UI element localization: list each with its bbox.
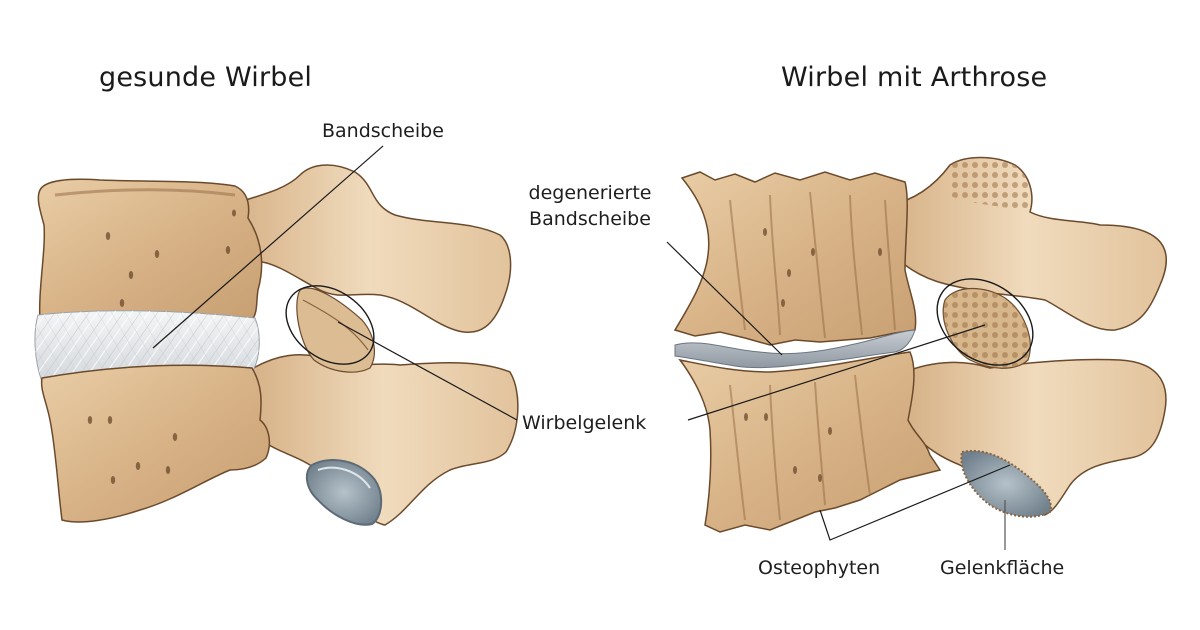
healthy-articular-surface [305,459,383,526]
label-gelenkflaeche: Gelenkfläche [940,557,1065,579]
healthy-facet-joint [296,287,376,373]
arthritic-upper-vertebral-body [673,171,917,346]
healthy-lower-spinous-process [249,354,519,526]
healthy-joint-marker-ellipse [285,285,375,365]
arthritic-lower-vertebral-body [678,351,942,533]
label-osteophyten: Osteophyten [758,557,881,579]
arthritic-panel-title: Wirbel mit Arthrose [781,62,1048,93]
label-bandscheibe: Bandscheibe [322,120,444,142]
arthritic-joint-marker-ellipse [936,278,1034,366]
arthritic-vertebrae [673,156,1167,533]
label-degenerierte-line2: Bandscheibe [529,208,651,230]
healthy-panel-title: gesunde Wirbel [99,62,313,93]
healthy-lower-vertebral-body [40,364,271,523]
arthritic-articular-surface [960,449,1052,518]
healthy-vertebrae [34,164,519,526]
healthy-leader-lines [152,145,518,421]
arthritic-leader-lines [666,241,1011,550]
label-wirbelgelenk: Wirbelgelenk [522,412,647,434]
healthy-upper-vertebral-body [37,178,263,321]
arthritic-degenerated-disc [674,329,916,369]
label-degenerierte-bandscheibe: degenerierte Bandscheibe [515,180,665,232]
healthy-upper-spinous-process [228,164,512,334]
label-degenerierte-line1: degenerierte [528,182,652,204]
